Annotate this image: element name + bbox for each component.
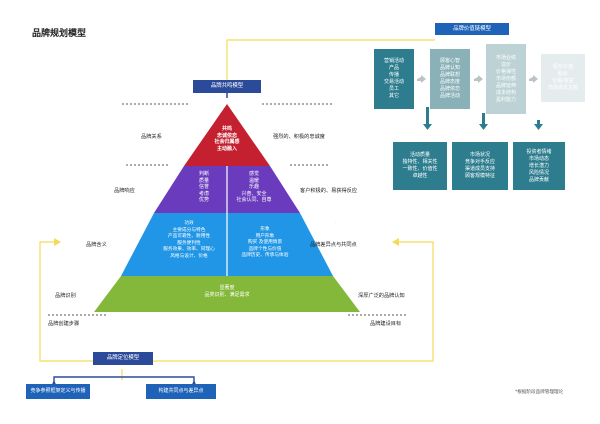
pyramid-top-tier [184, 104, 270, 166]
multiplier-program: 活动质量 独特性、相关性 一致性、价值性 卓越性 [393, 142, 447, 190]
pyramid-imagery-text: 形象 用户形象 购买 及使用情景 品牌个性与价值 品牌历史、传承与体验 [241, 227, 289, 259]
right-label-pop-pod: 品牌差异点与共同点 [310, 242, 357, 248]
right-label-awareness: 深厚广泛的品牌认知 [358, 293, 405, 299]
value-chain-stage-mindset: 顾客心智 品牌认知 品牌联想 品牌态度 品牌依恋 品牌活动 [429, 48, 471, 110]
pyramid-feelings-text: 感觉 温暖 乐趣 兴奋、安全 社会认同、自尊 [236, 171, 272, 204]
pyramid-salience-tier [94, 276, 360, 312]
source-note: *根据阶段品牌管理理论 [515, 390, 564, 395]
value-chain-model-label: 品牌价值链模型 [435, 23, 509, 35]
right-label-building-goals: 品牌建设目标 [370, 321, 402, 327]
left-label-building-steps: 品牌创建步骤 [48, 321, 80, 327]
pop-pod-box: 构建共同点与差异点 [146, 384, 216, 399]
pyramid-top-text: 共鸣 忠诚依恋 社会归属感 主动融入 [214, 126, 240, 152]
value-chain-stage-marketing: 营销活动 产品 传播 交易活动 员工 其它 [373, 48, 415, 110]
pyramid-judgments-text: 判断 质量 信誉 考虑 优势 [198, 171, 209, 204]
left-label-identity: 品牌识别 [55, 293, 76, 299]
value-chain-stage-performance: 市场业绩 溢价 价格弹性 市场份额 品牌延伸 成本结构 盈利能力 [485, 43, 527, 115]
positioning-model-label: 品牌定位模型 [93, 352, 153, 365]
left-label-relationships: 品牌关系 [141, 134, 162, 140]
frame-of-reference-box: 竞争参照框架定义与传播 [26, 384, 90, 399]
value-chain-arrows [417, 75, 538, 83]
pyramid-salience-text: 显著度 品类识别、满足需求 [204, 285, 250, 298]
value-chain-stage-shareholder: 股东价值 股价 价格/收益 市场资本总额 [540, 53, 586, 103]
right-label-loyalty: 强烈的、积极的忠诚度 [273, 134, 325, 140]
multiplier-arrows [423, 107, 543, 130]
connector-lines [39, 39, 435, 380]
left-label-responses: 品牌响应 [114, 188, 135, 194]
right-label-reactions: 客户积极的、易获得反应 [300, 188, 358, 194]
multiplier-market: 市场状况 竞争对手反应 渠道成员支持 顾客规模特征 [452, 142, 508, 190]
multiplier-investor: 投资者情绪 市场动态 增长潜力 风险情况 品牌贡献 [513, 142, 565, 190]
page-title: 品牌规划模型 [32, 29, 87, 39]
pyramid-performance-text: 功效 主要成分与特色 产品可靠性、耐用性 服务便利性 服务效果、效率、同理心 风… [163, 221, 215, 259]
left-label-meaning: 品牌含义 [86, 242, 107, 248]
level-separators [48, 103, 406, 316]
resonance-model-label: 品牌共鸣模型 [193, 80, 261, 93]
